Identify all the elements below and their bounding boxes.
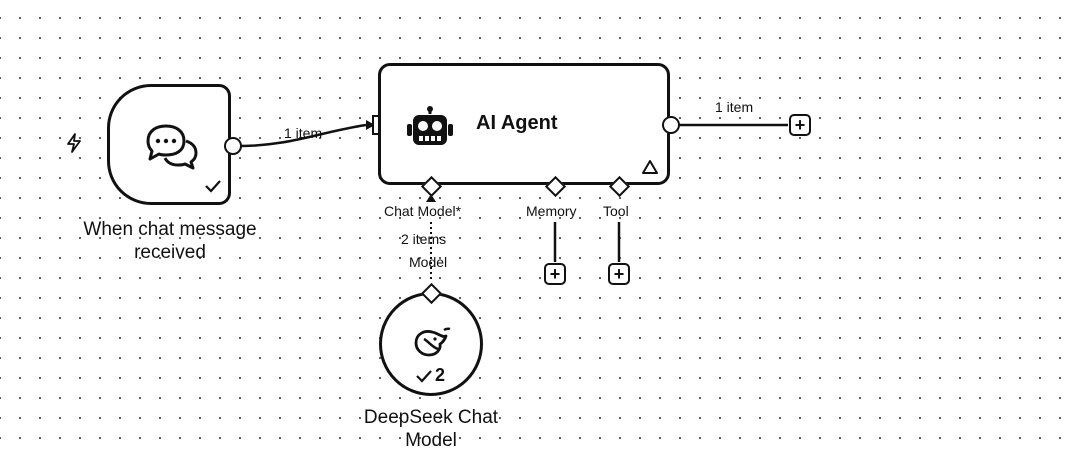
tool-port-label: Tool bbox=[603, 203, 629, 219]
chat-bubbles-icon bbox=[146, 124, 198, 170]
deepseek-model-node[interactable]: 2 bbox=[379, 292, 483, 396]
model-output-label: Model bbox=[409, 254, 448, 270]
add-tool-button[interactable]: + bbox=[608, 263, 630, 285]
connection-trigger-agent[interactable] bbox=[238, 123, 367, 148]
agent-output-port[interactable] bbox=[662, 116, 680, 134]
warning-triangle-icon bbox=[642, 160, 658, 174]
checkmark-icon bbox=[205, 180, 221, 193]
model-connection-count: 2 items bbox=[401, 231, 447, 247]
deepseek-whale-icon bbox=[414, 327, 451, 357]
add-memory-button[interactable]: + bbox=[544, 263, 566, 285]
checkmark-icon bbox=[416, 370, 432, 383]
trigger-connection-count: 1 item bbox=[284, 125, 323, 141]
agent-output-count: 1 item bbox=[715, 99, 754, 115]
arrow-head-up bbox=[426, 194, 436, 202]
add-next-node-button[interactable]: + bbox=[789, 114, 811, 136]
memory-port-label: Memory bbox=[526, 203, 577, 219]
trigger-output-port[interactable] bbox=[224, 137, 242, 155]
lightning-icon bbox=[67, 133, 81, 153]
ai-agent-title: AI Agent bbox=[476, 112, 558, 134]
trigger-node-label: When chat message received bbox=[83, 219, 257, 263]
chat-model-port-label: Chat Model* bbox=[384, 203, 462, 219]
model-node-label: DeepSeek Chat Model bbox=[363, 407, 499, 451]
model-run-count: 2 bbox=[435, 365, 446, 385]
ai-agent-node[interactable] bbox=[378, 63, 670, 185]
chat-trigger-node[interactable] bbox=[107, 84, 231, 205]
arrow-head bbox=[366, 120, 375, 130]
robot-icon bbox=[407, 106, 453, 145]
